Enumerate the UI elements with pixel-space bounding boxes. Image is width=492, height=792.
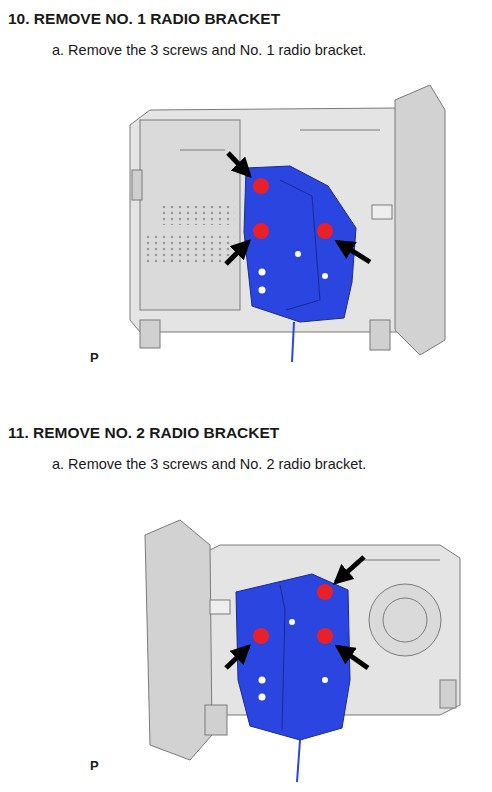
view-label: P <box>90 758 99 773</box>
step-instruction: a. Remove the 3 screws and No. 2 radio b… <box>52 456 366 472</box>
step-heading: 10. REMOVE NO. 1 RADIO BRACKET <box>8 10 280 28</box>
step-instruction: a. Remove the 3 screws and No. 1 radio b… <box>52 42 366 58</box>
radio-assembly-1 <box>130 85 445 355</box>
view-label: P <box>90 350 99 365</box>
step-heading: 11. REMOVE NO. 2 RADIO BRACKET <box>8 424 279 442</box>
no2-radio-bracket <box>226 557 368 782</box>
radio-assembly-2 <box>145 520 460 760</box>
no1-radio-bracket <box>226 153 370 362</box>
